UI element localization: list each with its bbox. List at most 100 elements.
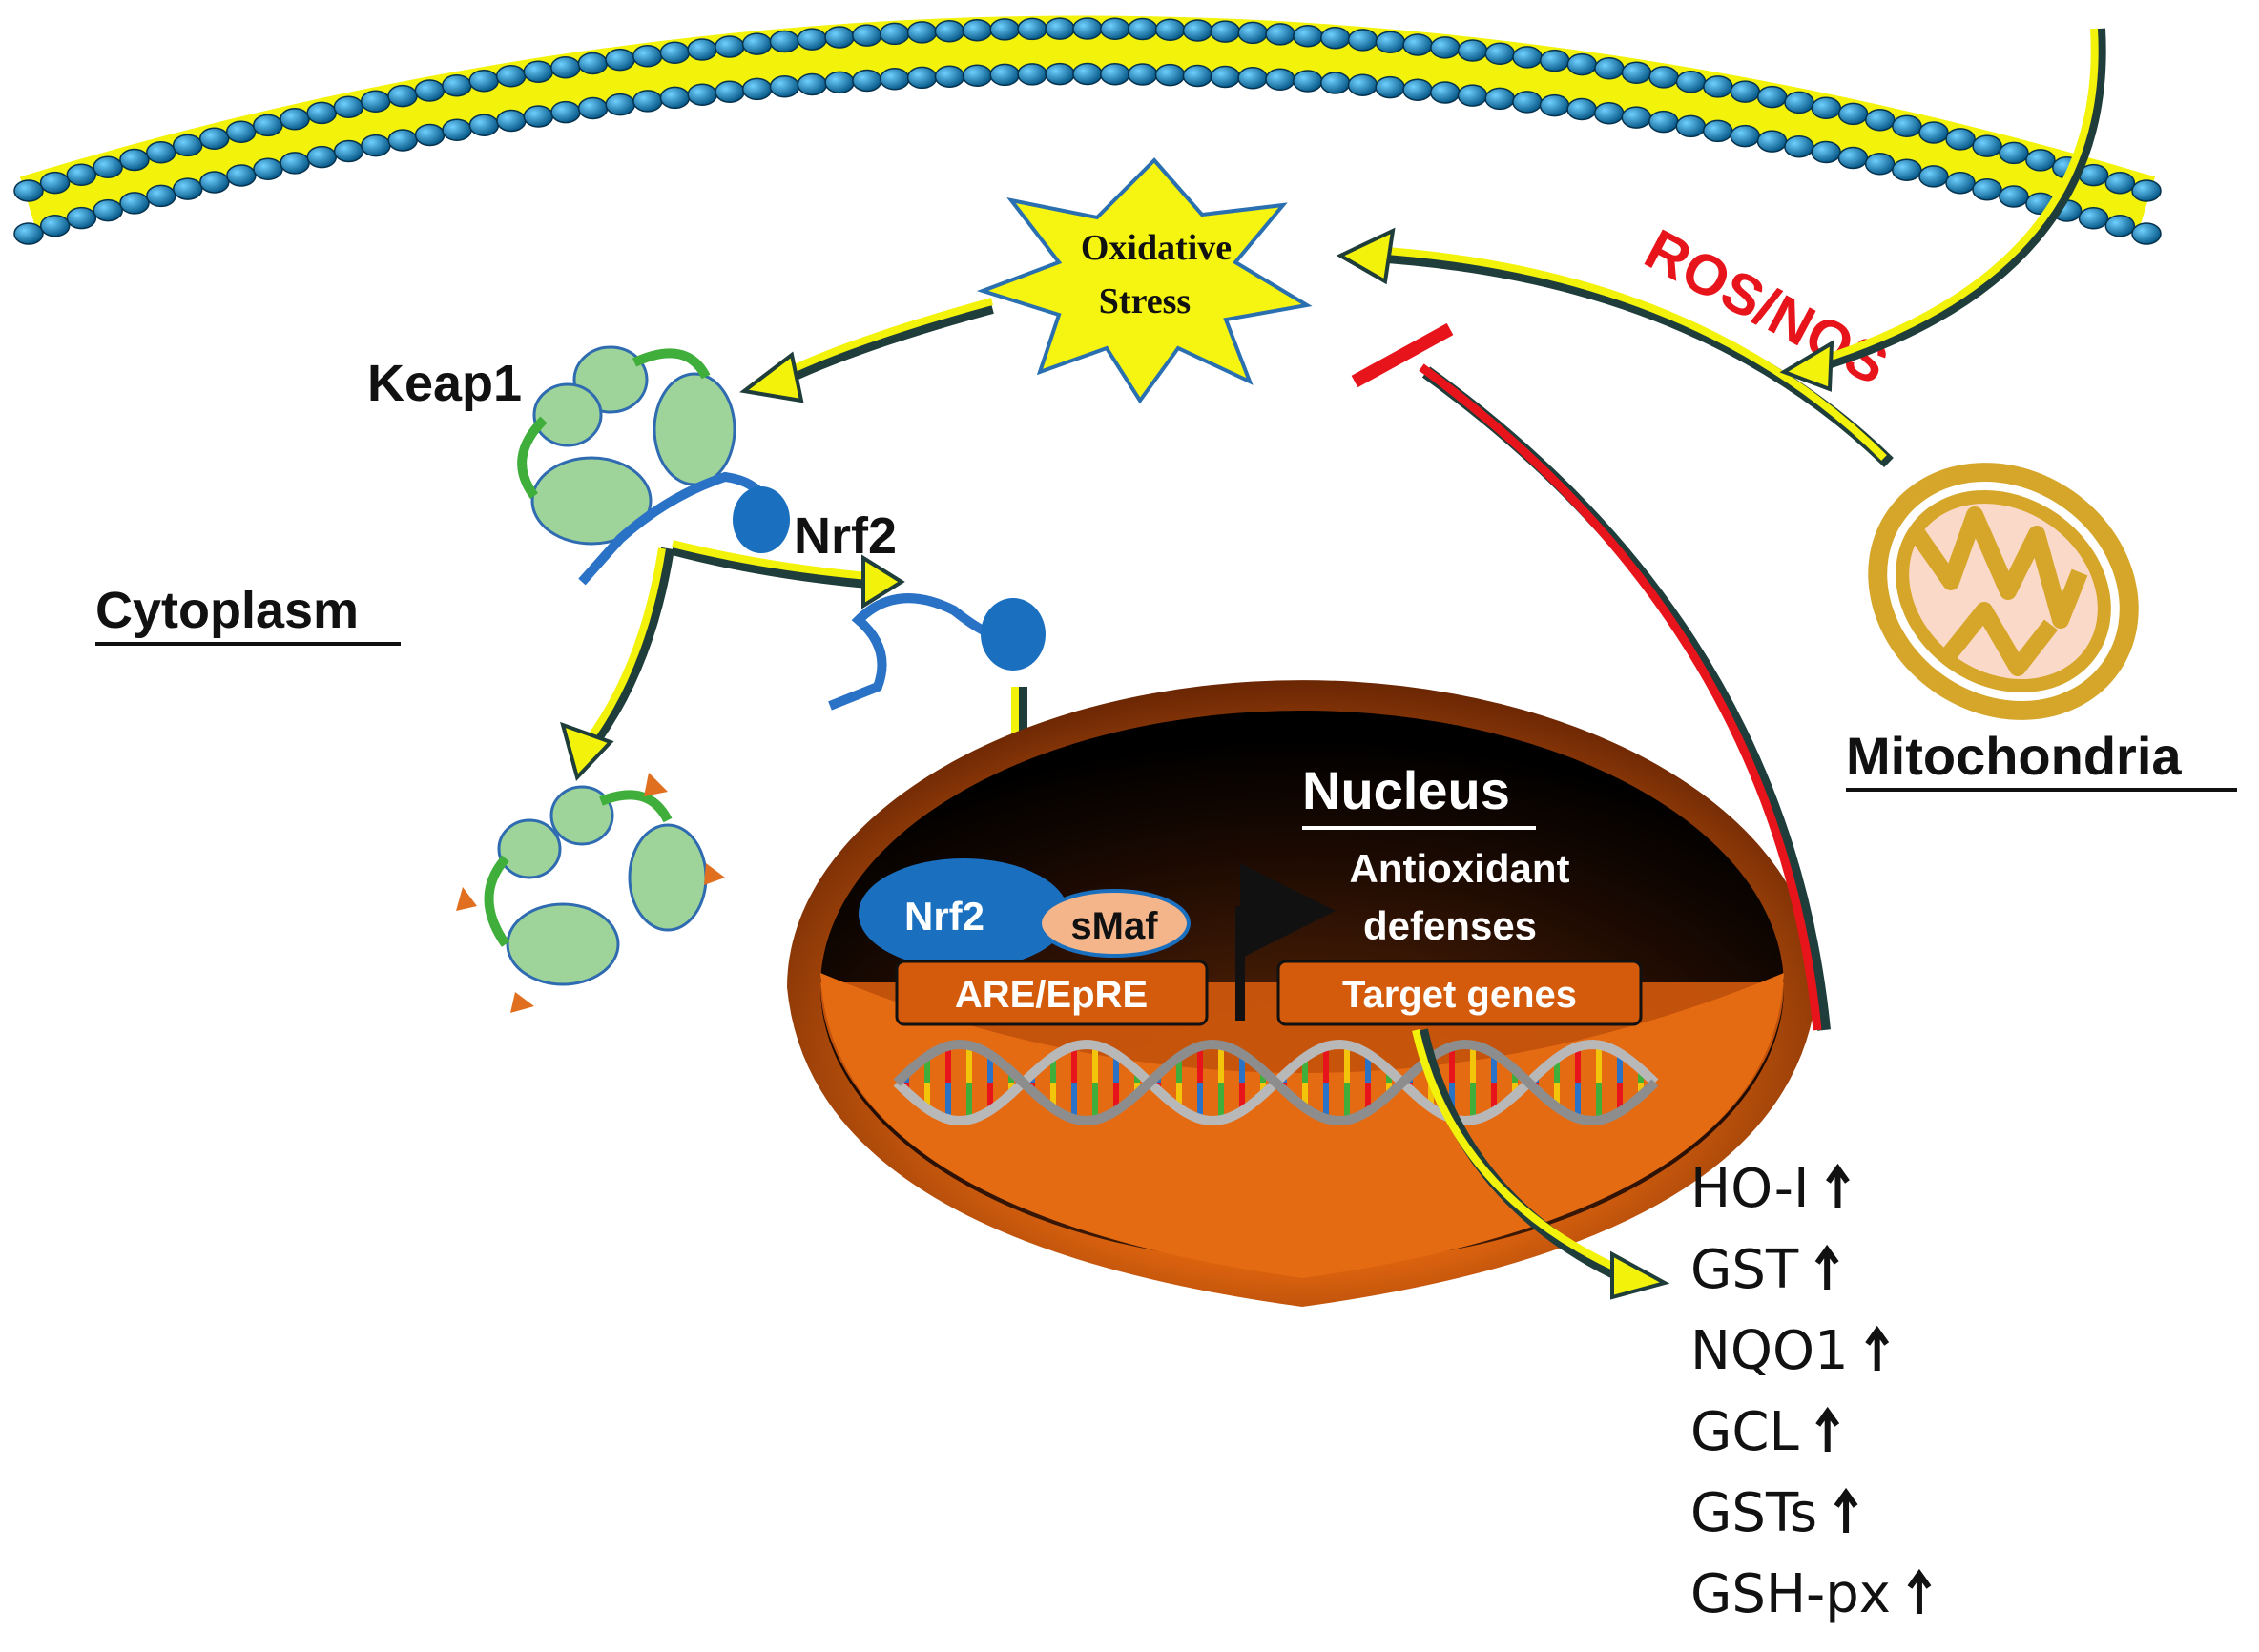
membrane-head [1756,85,1788,109]
membrane-head [468,69,499,93]
membrane-head [1265,23,1295,46]
cytoplasm-label: Cytoplasm [95,582,359,639]
membrane-head [2131,222,2162,245]
membrane-head [1072,62,1103,86]
membrane-head [632,45,663,68]
membrane-head [550,55,581,79]
membrane-head [1811,96,1842,120]
stress-to-keap1-arrow [739,298,994,403]
smaf [1038,889,1191,958]
membrane-head [1154,63,1186,87]
membrane-head [66,163,97,187]
membrane-head [962,18,993,42]
membrane-head [333,95,364,118]
gene-nqo1: NQO1 [1690,1320,1849,1382]
membrane-head [1127,17,1158,41]
gene-gcl: GCL [1690,1401,1799,1463]
membrane-head [414,123,446,147]
membrane-head [1811,140,1841,164]
up-arrow-icon [1815,1406,1840,1452]
membrane-head [1512,91,1543,114]
membrane-head [605,93,635,116]
membrane-head [1999,141,2029,165]
membrane-head [172,134,203,157]
oxidative-stress-burst: Oxidative Stress [976,157,1313,404]
membrane-head [1837,146,1869,170]
membrane-head [962,64,993,87]
mitochondria [1868,463,2139,720]
membrane-head [769,75,800,98]
membrane-head [741,32,773,55]
membrane-head [989,18,1020,41]
up-arrow-icon [1826,1163,1850,1208]
membrane-head [119,148,150,172]
nrf2-nuclear-label: Nrf2 [904,894,984,939]
membrane-head [1865,108,1896,132]
membrane-head [687,38,717,61]
membrane-head [1182,64,1213,88]
nrf2-cyto-label: Nrf2 [794,507,897,565]
inhibition-arc [1351,322,1831,1031]
membrane-head [1293,24,1323,48]
membrane-head [577,96,609,120]
gene-ho-i: HO-I [1690,1158,1809,1220]
up-arrow-icon [1865,1325,1890,1371]
membrane-head [1375,75,1405,99]
membrane-head [906,21,938,44]
membrane-head [1756,130,1788,153]
ros-arrow [1336,227,1894,468]
target-genes-box [1276,960,1643,1026]
membrane-head [361,134,391,157]
membrane-head [769,30,800,53]
membrane-head [550,100,581,124]
membrane-head [906,66,938,90]
membrane-head [360,90,391,114]
membrane-head [1648,66,1679,89]
membrane-head [1210,65,1241,89]
are-epre-label: ARE/EpRE [955,974,1148,1016]
membrane-head [934,65,965,88]
membrane-head [1045,62,1075,86]
membrane-head [387,129,418,152]
membrane-head [632,90,663,113]
membrane-head [442,73,472,97]
membrane-head [1210,20,1241,43]
membrane-head [1457,39,1488,62]
oxidative-stress-label-1: Oxidative [1081,228,1232,268]
keap1-label: Keap1 [367,355,522,412]
membrane-head [280,108,310,131]
membrane-head [39,214,71,237]
cell-membrane [13,15,2162,245]
membrane-head [39,171,71,195]
membrane-head [199,171,230,194]
membrane-head [1837,102,1869,126]
membrane-head [1784,134,1814,158]
membrane-head [852,24,882,47]
membrane-head [1293,70,1323,93]
nucleus-label: Nucleus [1302,760,1510,820]
membrane-head [1972,177,2002,201]
antioxidant-label-2: defenses [1363,903,1537,948]
membrane-head [1675,71,1707,93]
membrane-head [13,222,44,245]
membrane-head [1864,153,1896,176]
membrane-head [577,52,609,75]
membrane-head [1918,121,1949,144]
membrane-heads-inner [13,62,2162,245]
membrane-head [333,139,364,163]
membrane-head [1017,63,1047,86]
membrane-head [1539,49,1570,72]
keap1-nrf2-complex [517,345,790,586]
membrane-head [1265,68,1295,92]
membrane-head [797,72,828,96]
membrane-head [852,69,882,93]
membrane-head [280,152,310,175]
membrane-head [496,109,527,133]
membrane-head [226,164,257,187]
gene-gsh-px: GSH-px [1690,1563,1891,1625]
membrane-head [824,26,855,49]
membrane-head [1539,93,1570,117]
membrane-head [146,184,176,208]
membrane-head [659,41,691,65]
